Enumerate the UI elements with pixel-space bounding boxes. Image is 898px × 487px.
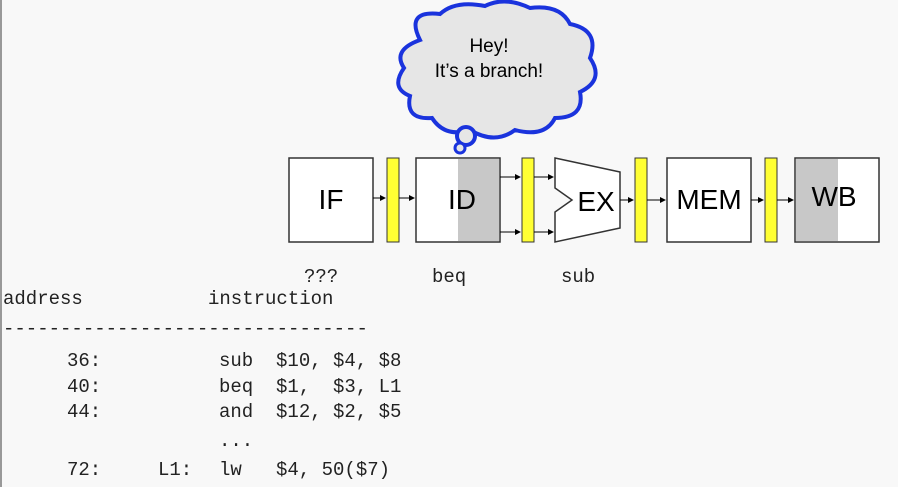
stage-ex: EX	[554, 157, 621, 243]
stage-mem: MEM	[666, 157, 752, 243]
row-instruction: and $12, $2, $5	[219, 401, 402, 423]
stage-if-instruction: ???	[304, 266, 339, 288]
row-instruction: beq $1, $3, L1	[219, 376, 402, 398]
pipeline-register-ex-mem	[634, 157, 648, 243]
cloud-shape	[396, 0, 598, 140]
thought-cloud: Hey! It’s a branch!	[396, 0, 598, 155]
cloud-bubble-small	[453, 141, 467, 155]
cloud-text-line2: It’s a branch!	[435, 61, 543, 82]
stage-id-shade	[458, 159, 499, 241]
row-label: L1:	[158, 459, 193, 481]
stage-wb: WB	[794, 157, 880, 243]
row-address: 72:	[67, 459, 102, 481]
row-address: 44:	[67, 401, 102, 423]
row-ellipsis: ...	[219, 430, 254, 452]
stage-ex-label: EX	[577, 186, 615, 217]
stage-id: ID	[415, 157, 501, 243]
stage-wb-shade	[796, 159, 838, 241]
header-address: address	[3, 288, 83, 310]
pipeline-register-mem-wb	[764, 157, 778, 243]
cloud-text-line1: Hey!	[469, 36, 508, 57]
stage-id-instruction: beq	[432, 266, 467, 288]
row-address: 40:	[67, 376, 102, 398]
stage-if: IF	[288, 157, 374, 243]
pipeline-register-id-ex	[521, 157, 535, 243]
row-instruction: lw $4, 50($7)	[219, 459, 391, 481]
stage-id-label: ID	[448, 184, 476, 215]
left-border	[0, 0, 2, 487]
cloud-bubble-large	[455, 125, 477, 147]
row-instruction: sub $10, $4, $8	[219, 350, 402, 372]
stage-wb-label: WB	[811, 181, 856, 212]
pipeline-register-if-id	[386, 157, 400, 243]
stage-mem-label: MEM	[676, 184, 741, 215]
row-address: 36:	[67, 350, 102, 372]
header-instruction: instruction	[208, 288, 334, 310]
stage-ex-instruction: sub	[561, 266, 596, 288]
stage-if-label: IF	[319, 184, 344, 215]
header-divider: --------------------------------	[3, 318, 368, 340]
